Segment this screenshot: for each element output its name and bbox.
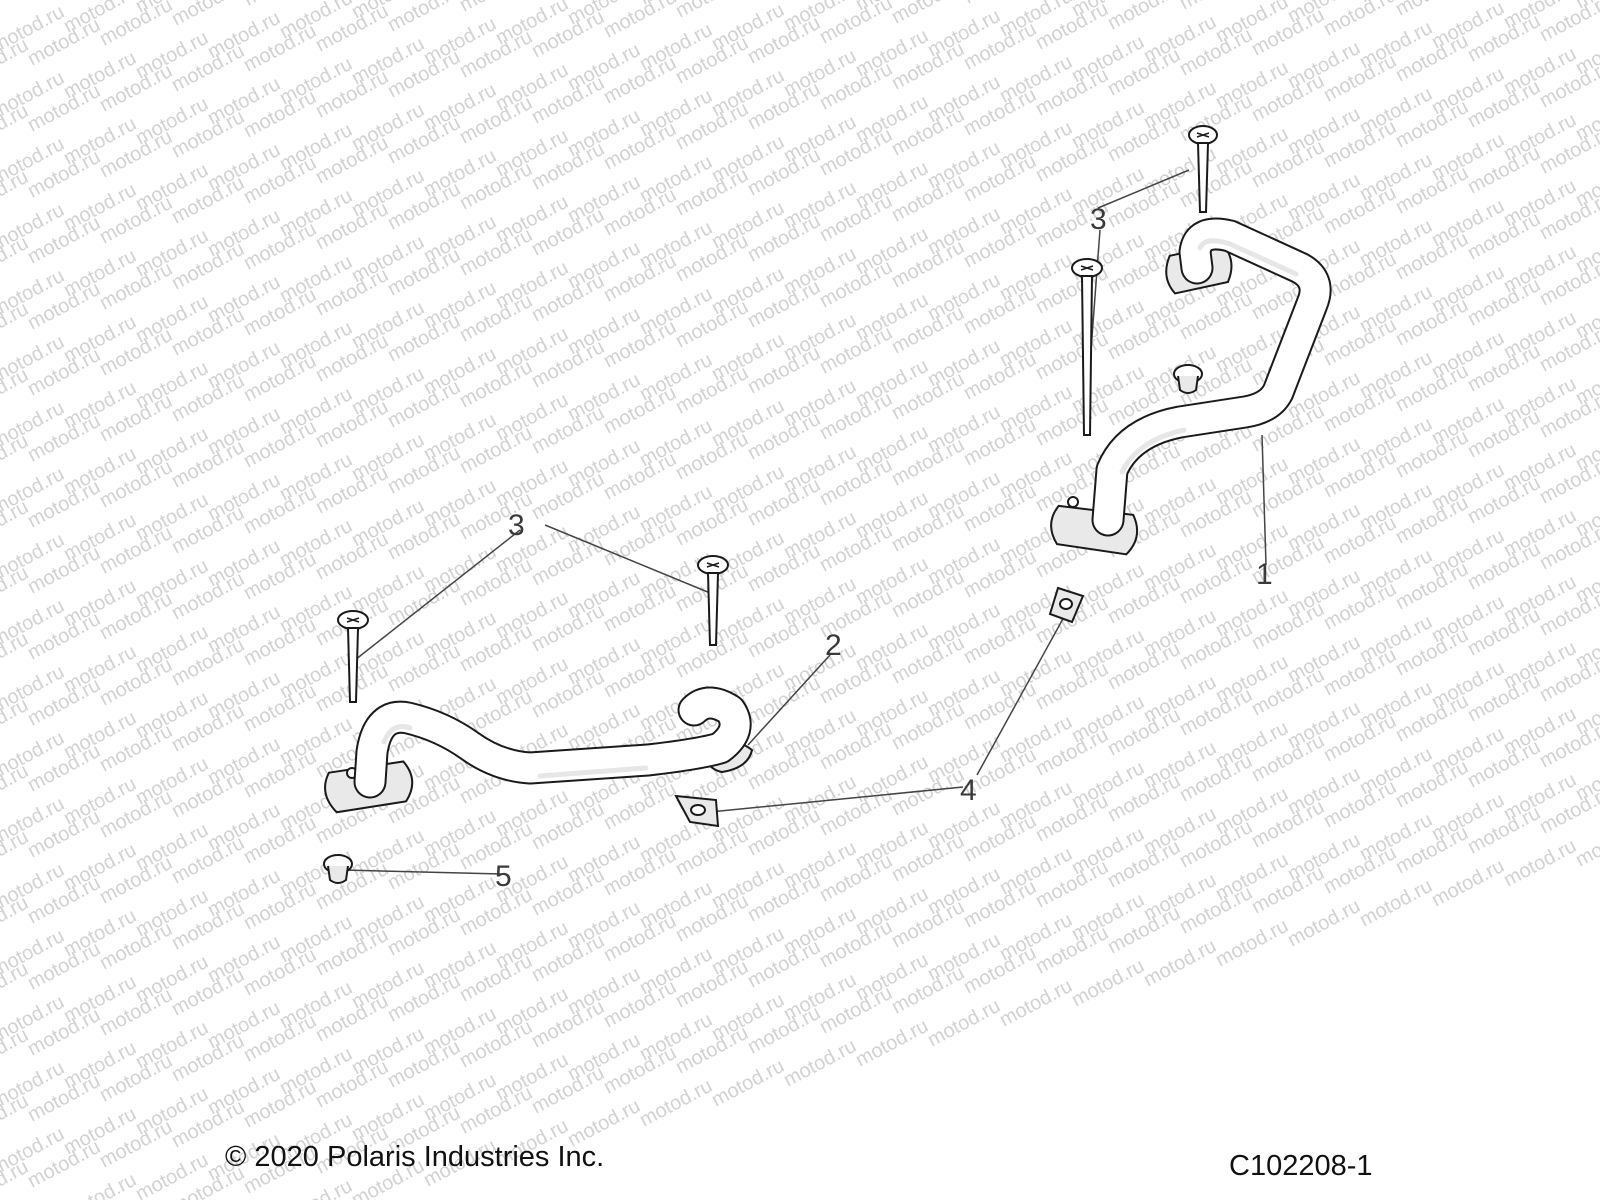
callout-1: 1 [1256,558,1273,591]
grommet-left [323,854,353,884]
watermark-text: motod.ru [708,1055,788,1111]
watermark-text: motod.ru [0,562,32,618]
callout-3-right: 3 [1090,203,1107,236]
callout-2: 2 [825,629,842,662]
watermark-text: motod.ru [1284,895,1364,951]
grab-handle-left [324,686,754,814]
screw-right-upper [1188,125,1218,213]
watermark-text: motod.ru [384,0,464,36]
watermark-text: motod.ru [636,1075,716,1131]
callout-4: 4 [960,774,977,807]
leader-lines [342,169,1267,875]
watermark-text: motod.ru [0,958,32,1014]
watermark-text: motod.ru [0,298,32,354]
watermark-text: motod.ru [0,628,32,684]
watermark-text: motod.ru [0,694,32,750]
watermark-text: motod.ru [1500,835,1580,891]
screw-left-lower [337,610,369,703]
copyright-notice: © 2020 Polaris Industries Inc. [225,1141,605,1173]
callout-3-left: 3 [508,509,525,542]
watermark-text: motod.ru [1428,855,1508,911]
watermark-text: motod.ru [852,1015,932,1071]
watermark-text: motod.ru [0,364,32,420]
screw-left-upper [697,555,729,646]
watermark-text: motod.ru [0,166,32,222]
callout-5: 5 [495,860,512,893]
watermark-text: motod.ru [0,430,32,486]
watermark-text: motod.ru [924,995,1004,1051]
watermark-text: motod.ru [1104,0,1184,34]
watermark-text: motod.ru [0,892,32,948]
watermark-text: motod.ru [1356,875,1436,931]
watermark-text: motod.ru [0,1024,32,1080]
u-nut-lower [674,794,720,828]
u-nut-upper [1048,586,1085,624]
watermark-text: motod.ru [1068,955,1148,1011]
callout-labels: 3 1 3 2 4 5 [495,203,1273,893]
grab-handle-right [1050,217,1332,556]
watermark-text: motod.ru [0,34,32,90]
watermark-text: motod.ru [276,1175,356,1200]
watermark-text: motod.ru [0,760,32,816]
watermark-text: motod.ru [0,232,32,288]
watermark-text: motod.ru [60,1169,140,1200]
watermark-text: motod.ru [1140,935,1220,991]
drawing-number: C102208-1 [1229,1150,1373,1182]
watermark-text: motod.ru [0,100,32,156]
watermark-text: motod.ru [0,1090,32,1146]
watermark-text: motod.ru [1212,915,1292,971]
watermark-text: motod.ru [996,975,1076,1031]
watermark-text: motod.ru [1572,815,1600,871]
watermark-text: motod.ru [0,496,32,552]
watermark-text: motod.ru [780,1035,860,1091]
watermark-text: motod.ru [0,826,32,882]
screw-right-lower [1071,258,1103,436]
grommet-right [1173,364,1203,394]
